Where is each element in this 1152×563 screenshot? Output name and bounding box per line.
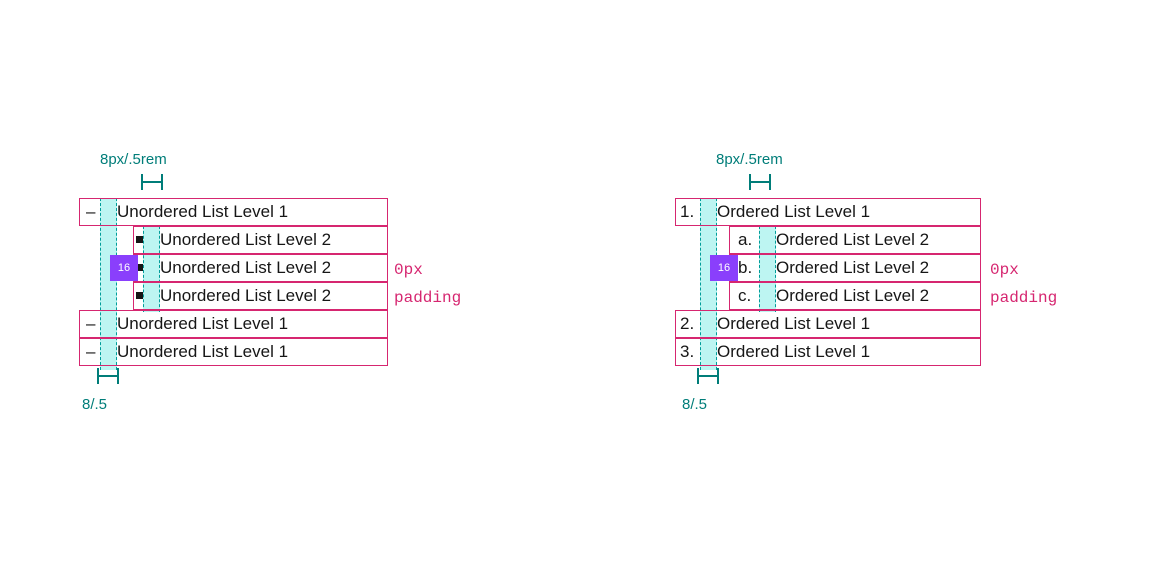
list-item-label: Unordered List Level 1	[117, 314, 289, 333]
list-item-box[interactable]	[729, 282, 981, 310]
top-spacing-label: 8px/.5rem	[716, 151, 783, 168]
padding-note-line-1: 0px	[990, 261, 1019, 279]
unordered-list-spec: 8px/.5rem – – – Unordered List Level 1 U…	[79, 151, 462, 413]
list-marker-number: 2.	[680, 314, 695, 333]
list-item-label: Unordered List Level 1	[117, 342, 289, 361]
padding-note-line-2: padding	[990, 289, 1058, 307]
list-item-label: Ordered List Level 2	[776, 258, 930, 277]
list-marker-square-icon	[136, 236, 143, 243]
list-item-label: Ordered List Level 1	[717, 342, 871, 361]
list-item-box[interactable]	[79, 310, 388, 338]
list-item-box[interactable]	[675, 338, 981, 366]
list-item-box[interactable]	[675, 198, 981, 226]
list-marker-dash: –	[86, 202, 96, 221]
list-item-label: Unordered List Level 1	[117, 202, 289, 221]
padding-note-line-1: 0px	[394, 261, 423, 279]
list-marker-square-icon	[136, 264, 143, 271]
gutter-band-level2	[759, 226, 776, 312]
list-item-box[interactable]	[729, 226, 981, 254]
list-item-label: Ordered List Level 2	[776, 230, 930, 249]
indent-badge-16: 16	[710, 255, 738, 281]
gutter-band-level1	[100, 198, 117, 370]
list-marker-number: 3.	[680, 342, 695, 361]
gutter-band-level2	[143, 226, 160, 312]
list-item-box[interactable]	[79, 338, 388, 366]
padding-note-line-2: padding	[394, 289, 462, 307]
list-item-label: Unordered List Level 2	[160, 230, 332, 249]
list-marker-letter: b.	[738, 258, 753, 277]
bottom-measure-bracket-icon	[697, 368, 719, 384]
list-marker-number: 1.	[680, 202, 695, 221]
gutter-band-level1	[700, 198, 717, 370]
list-marker-dash: –	[86, 342, 96, 361]
ordered-list-spec: 8px/.5rem 1. a. b. c. 2. 3. Ordered List…	[596, 0, 1152, 563]
bottom-spacing-label: 8/.5	[82, 396, 108, 413]
list-item-label: Ordered List Level 2	[776, 286, 930, 305]
list-item-box[interactable]	[133, 282, 388, 310]
list-marker-letter: a.	[738, 230, 753, 249]
list-marker-letter: c.	[738, 286, 752, 305]
list-item-box[interactable]	[79, 198, 388, 226]
indent-badge-16: 16	[110, 255, 138, 281]
top-spacing-label: 8px/.5rem	[100, 151, 167, 168]
list-item-box[interactable]	[675, 310, 981, 338]
top-measure-bracket-icon	[141, 174, 163, 190]
list-item-label: Unordered List Level 2	[160, 286, 332, 305]
list-item-label: Ordered List Level 1	[717, 314, 871, 333]
bottom-measure-bracket-icon	[97, 368, 119, 384]
top-measure-bracket-icon	[749, 174, 771, 190]
list-item-box[interactable]	[133, 226, 388, 254]
bottom-spacing-label: 8/.5	[682, 396, 708, 413]
list-marker-dash: –	[86, 314, 96, 333]
list-item-label: Unordered List Level 2	[160, 258, 332, 277]
list-marker-square-icon	[136, 292, 143, 299]
list-item-label: Ordered List Level 1	[717, 202, 871, 221]
